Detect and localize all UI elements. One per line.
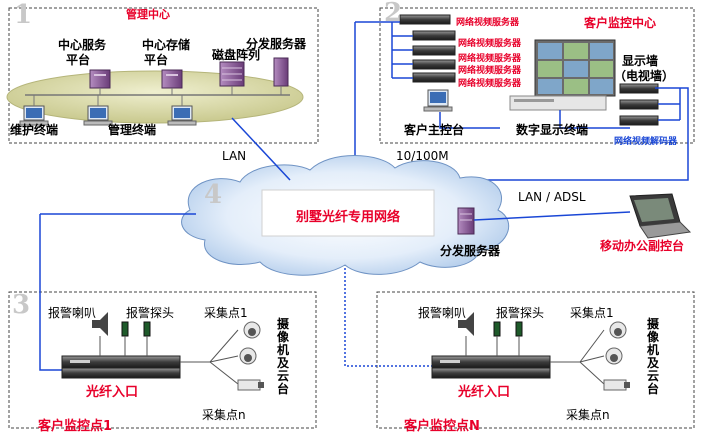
siteN-alarm-speaker-label: 报警喇叭 bbox=[418, 306, 467, 320]
siteN-fiber-entry-label: 光纤入口 bbox=[458, 385, 511, 400]
video-server-label-3: 网络视频服务器 bbox=[458, 54, 522, 64]
section-number-1: 1 bbox=[14, 0, 33, 30]
laptop-icon bbox=[629, 193, 692, 239]
management-center-border bbox=[8, 7, 319, 144]
management-terminal-label: 管理终端 bbox=[108, 123, 157, 137]
site1-camera-label: 摄像机及云台 bbox=[276, 317, 289, 396]
site1-border bbox=[8, 291, 317, 429]
central-storage-server-icon bbox=[161, 69, 183, 89]
dist-server-cloud-icon bbox=[457, 207, 475, 235]
siteN-point-n-label: 采集点n bbox=[566, 408, 610, 422]
site1-camera-links bbox=[180, 329, 239, 385]
display-wall-label-2: （电视墙） bbox=[614, 69, 675, 83]
video-server-label-5: 网络视频服务器 bbox=[458, 79, 522, 89]
display-wall-label-1: 显示墙 bbox=[622, 54, 659, 68]
siteN-fiber-device-icon bbox=[431, 355, 551, 379]
site1-fiber-device-icon bbox=[61, 355, 181, 379]
siteN-camera-label: 摄像机及云台 bbox=[646, 317, 659, 396]
siteN-camera-links bbox=[550, 329, 605, 385]
siteN-point-1-label: 采集点1 bbox=[570, 306, 614, 320]
cloud-label-box bbox=[261, 189, 435, 237]
cloud-dist-server-label: 分发服务器 bbox=[440, 244, 501, 258]
siteN-speaker-icon bbox=[458, 312, 474, 336]
decoder-label: 网络视频解码器 bbox=[614, 137, 678, 147]
site1-point-1-label: 采集点1 bbox=[204, 306, 248, 320]
decoder-stack bbox=[619, 83, 659, 126]
site1-point-n-label: 采集点n bbox=[202, 408, 246, 422]
video-wall-icon bbox=[534, 39, 616, 97]
dist-server-mgmt-icon bbox=[273, 57, 289, 87]
video-server-label-2: 网络视频服务器 bbox=[458, 39, 522, 49]
siteN-alarm-probe-label: 报警探头 bbox=[496, 306, 545, 320]
site1-title: 客户监控点1 bbox=[38, 419, 113, 434]
central-service-label-1: 中心服务 bbox=[58, 38, 107, 52]
video-server-label-4: 网络视频服务器 bbox=[458, 66, 522, 76]
mgmt-dist-server-label: 分发服务器 bbox=[246, 37, 307, 51]
site1-fiber-entry-label: 光纤入口 bbox=[86, 385, 139, 400]
siteN-probe-icons bbox=[493, 321, 523, 337]
section-number-2: 2 bbox=[384, 0, 403, 28]
host-console-icon bbox=[423, 89, 453, 112]
site1-camera-icons bbox=[237, 321, 264, 391]
disk-array-label: 磁盘阵列 bbox=[212, 48, 261, 62]
central-service-label-2: 平台 bbox=[66, 53, 91, 67]
client-center-title: 客户监控中心 bbox=[584, 16, 657, 30]
digital-display-rack-icon bbox=[509, 95, 607, 111]
site1-speaker-icon bbox=[92, 312, 108, 336]
site1-alarm-speaker-label: 报警喇叭 bbox=[48, 306, 97, 320]
digital-display-label: 数字显示终端 bbox=[516, 123, 589, 137]
video-server-stack bbox=[399, 14, 456, 83]
mobile-console-label: 移动办公副控台 bbox=[600, 239, 685, 253]
siteN-border bbox=[376, 291, 695, 429]
site1-alarm-probe-label: 报警探头 bbox=[126, 306, 175, 320]
section-number-3: 3 bbox=[12, 290, 31, 320]
lan-adsl-label: LAN / ADSL bbox=[518, 190, 586, 204]
central-storage-label-2: 平台 bbox=[144, 53, 169, 67]
central-storage-label-1: 中心存储 bbox=[142, 38, 191, 52]
siteN-title: 客户监控点N bbox=[404, 419, 480, 434]
management-platform bbox=[6, 70, 304, 124]
section-number-4: 4 bbox=[204, 180, 223, 210]
disk-array-icon bbox=[219, 61, 245, 87]
link-siteN bbox=[344, 268, 432, 367]
extra-terminal-icon bbox=[167, 105, 197, 126]
network-links bbox=[39, 117, 631, 371]
management-title: 管理中心 bbox=[126, 8, 170, 21]
video-server-label-1: 网络视频服务器 bbox=[456, 18, 520, 28]
client-center-border bbox=[379, 7, 695, 144]
central-service-server-icon bbox=[89, 69, 111, 89]
site1-probe-icons bbox=[121, 321, 151, 337]
host-console-label: 客户主控台 bbox=[404, 123, 465, 137]
lan-label: LAN bbox=[222, 149, 247, 163]
client-center-links bbox=[354, 21, 689, 182]
maintenance-terminal-icon bbox=[19, 105, 49, 126]
cloud-label: 别墅光纤专用网络 bbox=[296, 210, 401, 225]
speed-label: 10/100M bbox=[396, 149, 449, 163]
maintenance-terminal-label: 维护终端 bbox=[10, 123, 59, 137]
siteN-camera-icons bbox=[603, 321, 630, 391]
